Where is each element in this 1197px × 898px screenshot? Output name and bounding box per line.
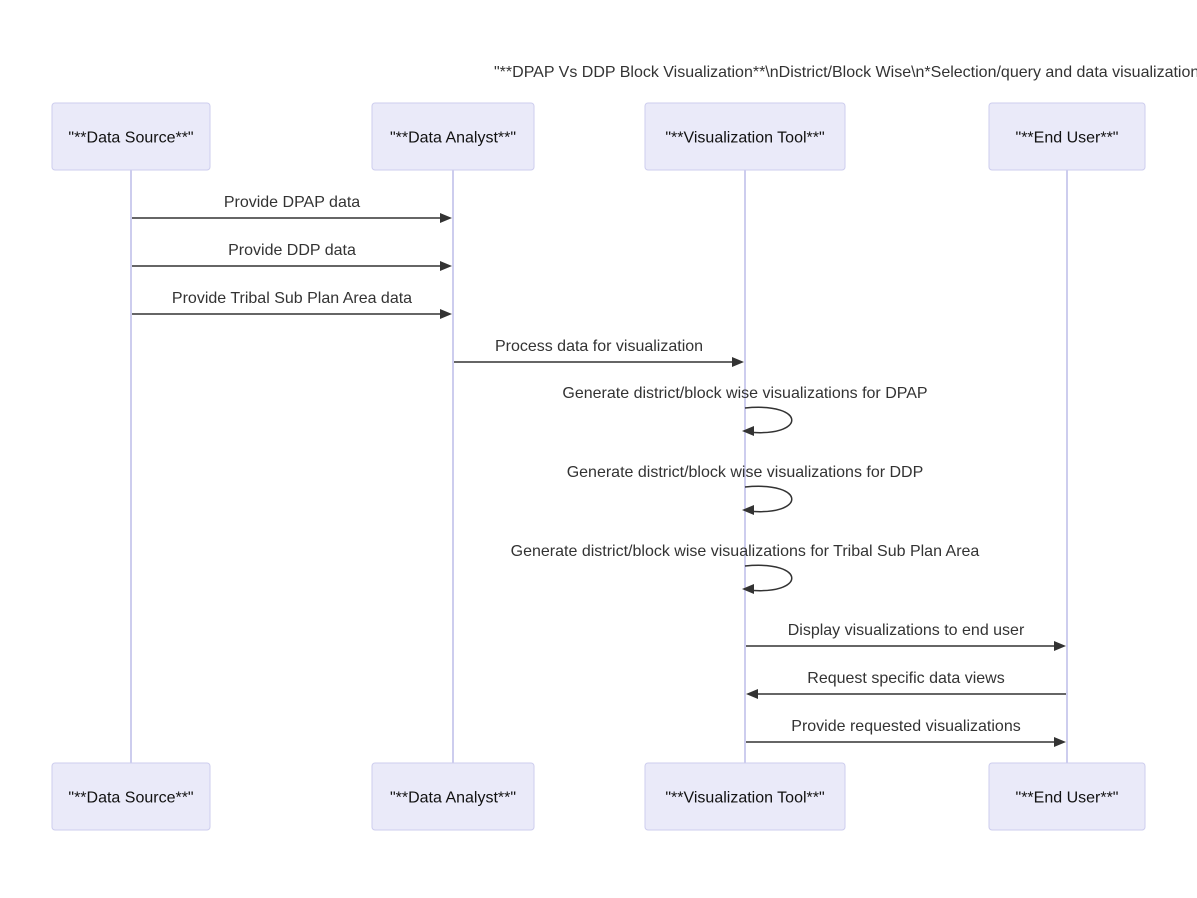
arrowhead bbox=[742, 584, 754, 594]
participant-label: "**Data Source**" bbox=[68, 790, 193, 807]
participant-label: "**Visualization Tool**" bbox=[665, 790, 824, 807]
participant-ds-top: "**Data Source**" bbox=[51, 102, 211, 171]
participant-ds-bottom: "**Data Source**" bbox=[51, 762, 211, 831]
participant-box bbox=[51, 102, 211, 171]
arrowhead bbox=[440, 213, 452, 223]
message-1: Provide DPAP data bbox=[132, 194, 452, 223]
message-3: Provide Tribal Sub Plan Area data bbox=[132, 290, 452, 319]
arrowhead bbox=[440, 261, 452, 271]
participant-box bbox=[51, 762, 211, 831]
participant-eu-bottom: "**End User**" bbox=[988, 762, 1146, 831]
message-7: Generate district/block wise visualizati… bbox=[511, 543, 980, 594]
message-label: Process data for visualization bbox=[495, 338, 703, 355]
participant-da-bottom: "**Data Analyst**" bbox=[371, 762, 535, 831]
message-label: Provide DDP data bbox=[228, 242, 356, 259]
arrowhead bbox=[440, 309, 452, 319]
participant-box bbox=[644, 102, 846, 171]
participants-bottom: "**Data Source**" "**Data Analyst**" "**Vi… bbox=[51, 762, 1146, 831]
participant-label: "**Visualization Tool**" bbox=[665, 130, 824, 147]
participant-box bbox=[644, 762, 846, 831]
message-4: Process data for visualization bbox=[454, 338, 744, 367]
arrowhead bbox=[742, 426, 754, 436]
message-label: Provide DPAP data bbox=[224, 194, 360, 211]
participant-label: "**End User**" bbox=[1016, 130, 1119, 147]
self-message-loop bbox=[744, 485, 793, 513]
participant-da-top: "**Data Analyst**" bbox=[371, 102, 535, 171]
participants-top: "**Data Source**" "**Data Analyst**" "**Vi… bbox=[51, 102, 1146, 171]
arrowhead bbox=[742, 505, 754, 515]
participant-label: "**Data Analyst**" bbox=[390, 790, 516, 807]
participant-vt-top: "**Visualization Tool**" bbox=[644, 102, 846, 171]
arrowhead bbox=[746, 689, 758, 699]
message-8: Display visualizations to end user bbox=[746, 622, 1066, 651]
message-2: Provide DDP data bbox=[132, 242, 452, 271]
arrowhead bbox=[732, 357, 744, 367]
participant-box bbox=[371, 762, 535, 831]
message-10: Provide requested visualizations bbox=[746, 718, 1066, 747]
diagram-title: "**DPAP Vs DDP Block Visualization**\nDi… bbox=[494, 64, 1197, 81]
lifelines bbox=[130, 170, 1068, 763]
participant-label: "**End User**" bbox=[1016, 790, 1119, 807]
self-message-loop bbox=[744, 564, 793, 592]
message-label: Display visualizations to end user bbox=[788, 622, 1025, 639]
arrowhead bbox=[1054, 641, 1066, 651]
message-label: Generate district/block wise visualizati… bbox=[562, 385, 927, 402]
participant-label: "**Data Source**" bbox=[68, 130, 193, 147]
message-5: Generate district/block wise visualizati… bbox=[562, 385, 928, 436]
participant-label: "**Data Analyst**" bbox=[390, 130, 516, 147]
participant-box bbox=[988, 102, 1146, 171]
message-label: Provide Tribal Sub Plan Area data bbox=[172, 290, 412, 307]
message-label: Provide requested visualizations bbox=[791, 718, 1020, 735]
message-label: Generate district/block wise visualizati… bbox=[567, 464, 924, 481]
arrowhead bbox=[1054, 737, 1066, 747]
self-message-loop bbox=[744, 406, 793, 434]
message-label: Request specific data views bbox=[807, 670, 1004, 687]
participant-eu-top: "**End User**" bbox=[988, 102, 1146, 171]
message-9: Request specific data views bbox=[746, 670, 1066, 699]
participant-box bbox=[988, 762, 1146, 831]
participant-box bbox=[371, 102, 535, 171]
participant-vt-bottom: "**Visualization Tool**" bbox=[644, 762, 846, 831]
message-6: Generate district/block wise visualizati… bbox=[567, 464, 924, 515]
message-label: Generate district/block wise visualizati… bbox=[511, 543, 980, 560]
